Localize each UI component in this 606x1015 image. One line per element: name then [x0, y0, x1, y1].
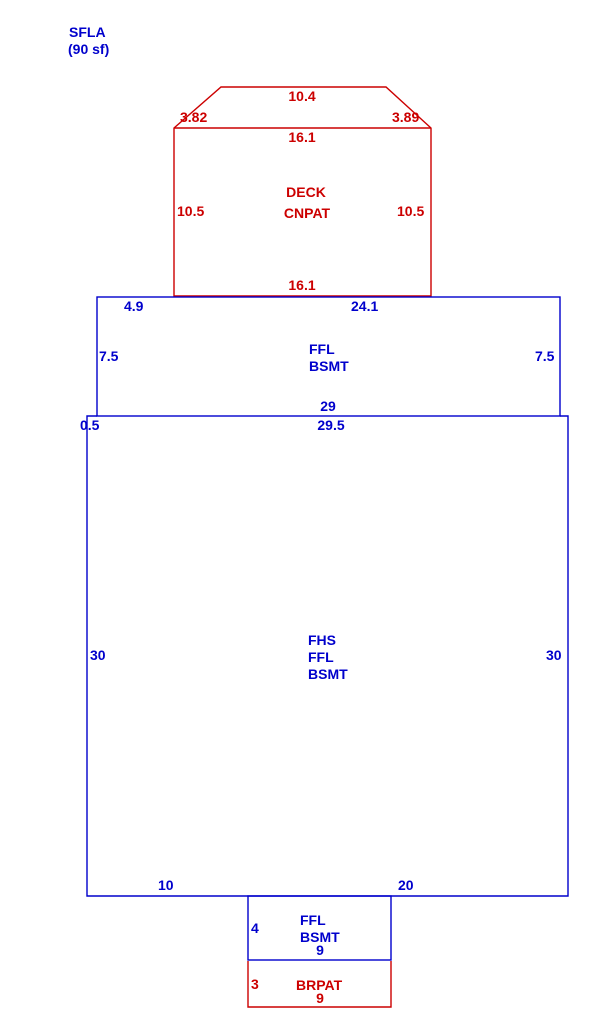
sfla-area: (90 sf): [68, 41, 109, 57]
upper-section-outline: [96, 296, 561, 417]
main-right-dim: 30: [546, 647, 562, 663]
deck-bottom-dim: 16.1: [288, 277, 315, 293]
patio-bottom-dim: 9: [316, 990, 324, 1006]
main-label-1: FHS: [308, 632, 336, 648]
upper-top-right-dim: 24.1: [351, 298, 378, 314]
main-top-left-jog-dim: 0.5: [80, 417, 100, 433]
deck-top-edge-dim: 10.4: [288, 88, 315, 104]
main-bottom-left-dim: 10: [158, 877, 174, 893]
main-label-2: FFL: [308, 649, 334, 665]
upper-left-dim: 7.5: [99, 348, 119, 364]
main-left-dim: 30: [90, 647, 106, 663]
deck-left-diagonal-dim: 3.82: [180, 109, 207, 125]
small-label-1: FFL: [300, 912, 326, 928]
patio-outline: [247, 961, 392, 1008]
small-section-outline: [247, 895, 392, 961]
upper-section: 4.9 24.1 7.5 7.5 29 FFL BSMT: [96, 296, 561, 417]
upper-right-dim: 7.5: [535, 348, 555, 364]
deck-label-1: DECK: [286, 184, 326, 200]
deck-area: 10.4 3.82 3.89 16.1 10.5 10.5 16.1 DECK …: [173, 86, 432, 297]
deck-right-dim: 10.5: [397, 203, 424, 219]
sfla-label: SFLA: [69, 24, 106, 40]
deck-label-2: CNPAT: [284, 205, 331, 221]
upper-label-2: BSMT: [309, 358, 349, 374]
main-bottom-right-dim: 20: [398, 877, 414, 893]
small-bottom-dim: 9: [316, 942, 324, 958]
upper-label-1: FFL: [309, 341, 335, 357]
upper-top-left-dim: 4.9: [124, 298, 144, 314]
small-section: 4 9 FFL BSMT: [247, 895, 392, 961]
upper-bottom-dim: 29: [320, 398, 336, 414]
patio-left-dim: 3: [251, 976, 259, 992]
deck-left-dim: 10.5: [177, 203, 204, 219]
main-label-3: BSMT: [308, 666, 348, 682]
patio-area: 3 9 BRPAT: [247, 961, 392, 1008]
small-label-2: BSMT: [300, 929, 340, 945]
deck-right-diagonal-dim: 3.89: [392, 109, 419, 125]
patio-label: BRPAT: [296, 977, 343, 993]
deck-inner-top-dim: 16.1: [288, 129, 315, 145]
main-section: 0.5 29.5 30 30 10 20 FHS FFL BSMT: [80, 415, 569, 897]
main-top-dim: 29.5: [317, 417, 344, 433]
small-left-dim: 4: [251, 920, 259, 936]
